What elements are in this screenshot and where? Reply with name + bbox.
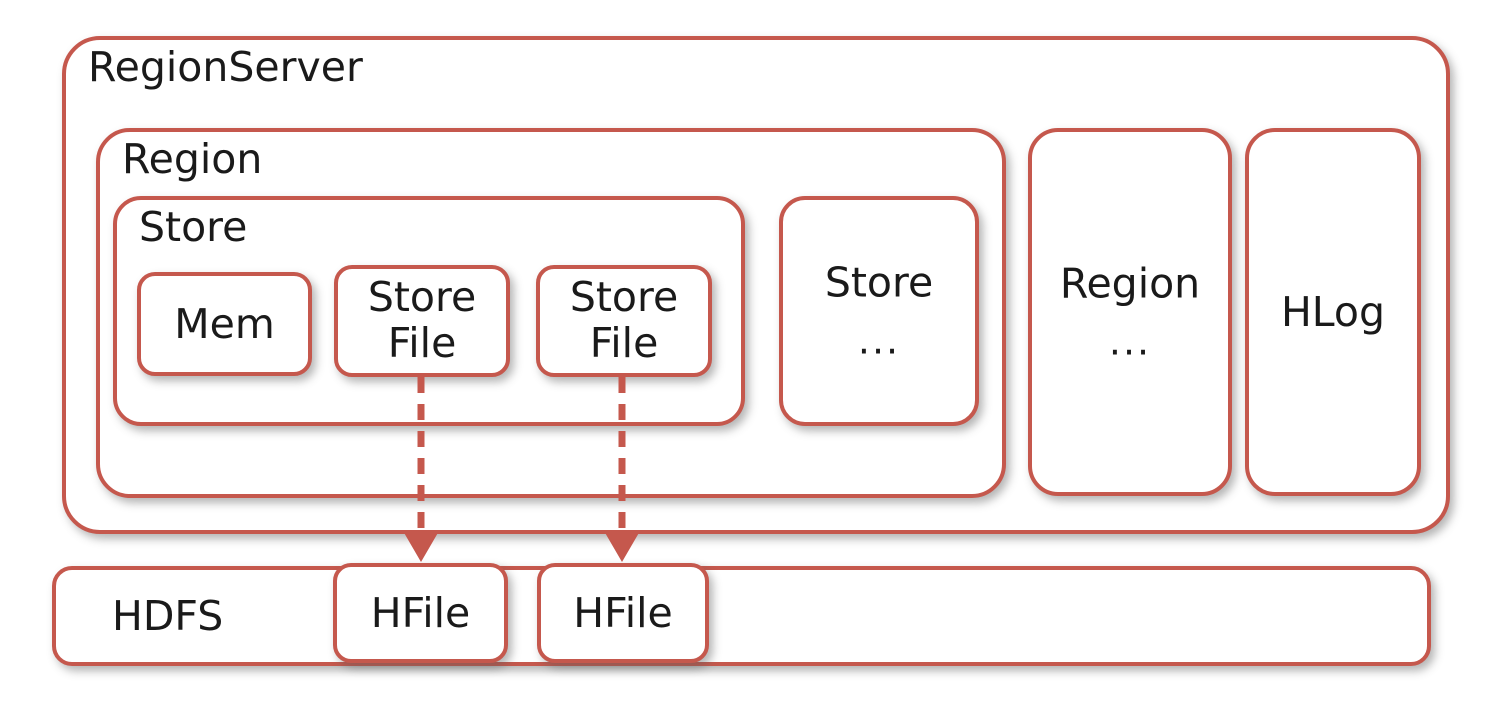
store-label: Store <box>139 203 248 251</box>
hfile-box-2: HFile <box>537 563 709 663</box>
store-more-ellipsis: ... <box>857 318 901 363</box>
hfile-label-2: HFile <box>573 588 673 637</box>
hlog-label: HLog <box>1280 287 1386 336</box>
store-more-label: Store... <box>783 260 975 361</box>
hlog-box: HLog <box>1245 128 1421 496</box>
region-label: Region <box>122 135 263 183</box>
storefile-label-1: Store File <box>367 273 477 367</box>
hdfs-container: HDFS <box>52 566 1431 666</box>
region-more-box: Region... <box>1028 128 1232 496</box>
arrowhead-hfile2 <box>604 531 640 562</box>
arrowhead-hfile1 <box>403 531 439 562</box>
storefile-box-1: Store File <box>334 265 510 377</box>
storefile-box-2: Store File <box>536 265 712 377</box>
hfile-label-1: HFile <box>370 588 471 637</box>
memstore-box: Mem <box>137 272 312 376</box>
hdfs-label: HDFS <box>112 592 224 640</box>
region-more-ellipsis: ... <box>1108 319 1152 364</box>
memstore-label: Mem <box>174 299 275 348</box>
regionserver-label: RegionServer <box>88 43 363 91</box>
region-more-label: Region... <box>1032 261 1228 362</box>
store-more-box: Store... <box>779 196 979 426</box>
hfile-box-1: HFile <box>333 563 508 663</box>
storefile-label-2: Store File <box>569 273 679 367</box>
store-more-text: Store <box>824 258 934 307</box>
region-more-text: Region <box>1059 259 1201 308</box>
